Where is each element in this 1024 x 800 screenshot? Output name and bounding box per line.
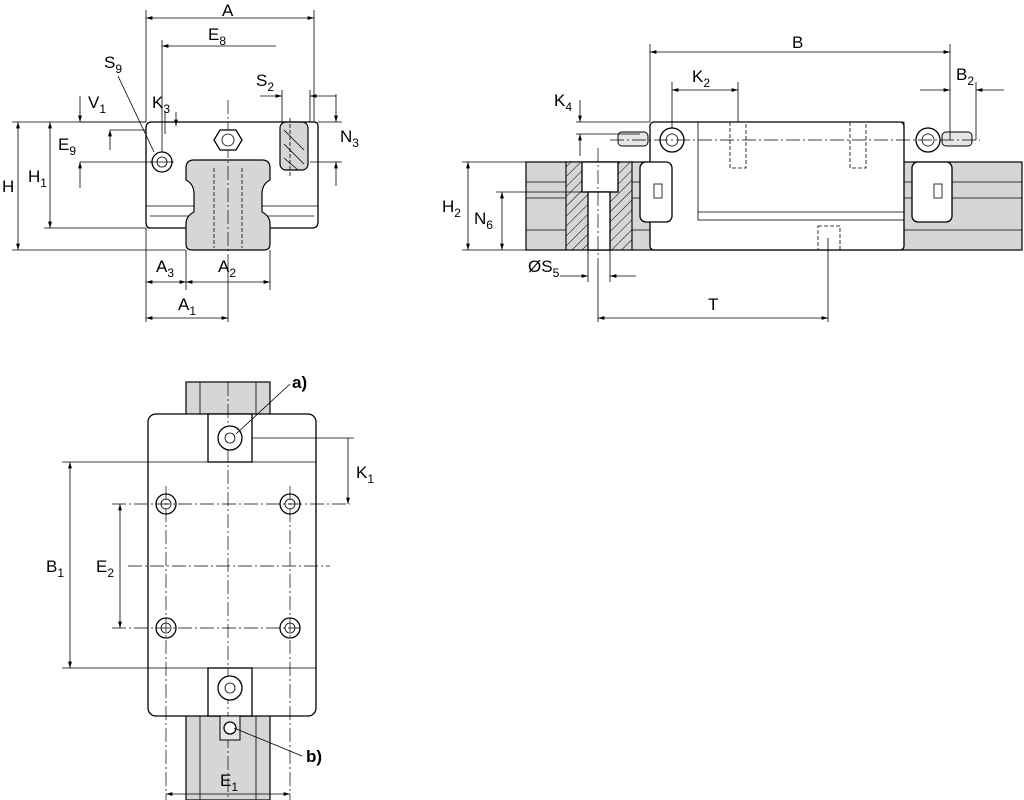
dim-label-a1: A1 [178, 295, 196, 318]
dim-label-e2: E2 [96, 557, 114, 580]
dim-label-a3: A3 [156, 257, 174, 280]
dim-label-e8: E8 [208, 25, 226, 48]
callout-a: a) [292, 373, 307, 392]
dim-label-t: T [708, 295, 718, 314]
dim-label-k4: K4 [554, 91, 572, 114]
lube-port-bottom-icon [217, 675, 243, 701]
dim-label-e1: E1 [220, 771, 238, 794]
dim-label-k3: K3 [152, 93, 170, 116]
dim-label-n3: N3 [340, 127, 359, 150]
dim-label-b1: B1 [46, 557, 64, 580]
dim-label-n6: N6 [474, 209, 493, 232]
side-view: B K2 B2 K4 H2 N6 ØS5 T [442, 33, 1023, 322]
dim-label-s9: S9 [104, 53, 122, 76]
dim-label-h1: H1 [28, 167, 47, 190]
dim-label-e9: E9 [58, 135, 76, 158]
carriage-side [649, 121, 905, 251]
dim-label-h2: H2 [442, 197, 461, 220]
dim-label-k2: K2 [692, 67, 710, 90]
callout-b: b) [306, 747, 322, 766]
side-screw-icon [279, 118, 309, 176]
dim-label-s2: S2 [256, 71, 274, 94]
hex-screw-icon [213, 129, 243, 151]
dim-label-v1: V1 [88, 93, 106, 116]
lube-port-top-icon [217, 425, 243, 451]
dim-label-b: B [792, 33, 803, 52]
front-view: A E8 S9 K3 S2 V1 E9 N3 [2, 1, 359, 322]
dim-label-s5: ØS5 [528, 257, 560, 280]
top-view: K1 B1 E2 E1 a) b) [46, 373, 374, 800]
dim-label-a: A [222, 1, 234, 20]
dim-label-h: H [2, 177, 14, 196]
dim-label-a2: A2 [218, 257, 236, 280]
grease-nipple-icon [219, 715, 241, 741]
dim-label-b2: B2 [956, 65, 974, 88]
dim-label-k1: K1 [356, 463, 374, 486]
